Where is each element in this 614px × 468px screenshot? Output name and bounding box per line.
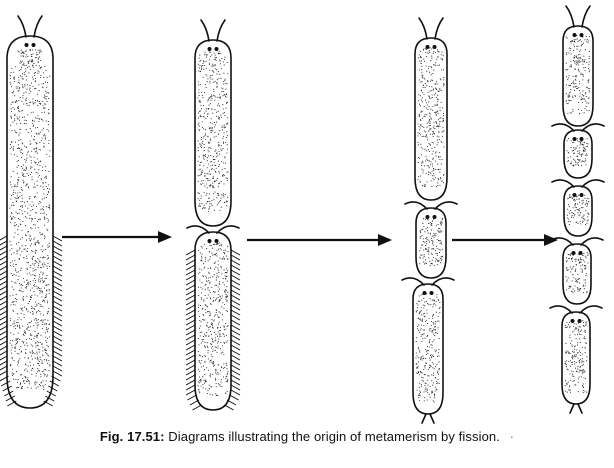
stipple-texture xyxy=(564,320,588,394)
eye xyxy=(425,215,430,219)
arrow xyxy=(247,234,392,246)
antenna xyxy=(551,179,575,188)
zooid xyxy=(0,15,63,409)
figure-number: Fig. 17.51: xyxy=(99,429,165,444)
stage-4 xyxy=(549,5,605,414)
zooid xyxy=(550,237,604,305)
antenna xyxy=(418,17,428,40)
eye xyxy=(577,319,582,323)
stipple-texture xyxy=(197,50,229,213)
figure-caption: Fig. 17.51: Diagrams illustrating the or… xyxy=(0,429,614,444)
antenna xyxy=(186,225,210,234)
stipple-texture xyxy=(566,193,590,226)
tail-tip xyxy=(569,403,575,414)
eye xyxy=(429,291,434,295)
eye xyxy=(207,47,212,51)
stipple-texture xyxy=(565,34,591,115)
body-outline xyxy=(561,311,591,405)
antenna xyxy=(216,225,240,234)
stage-1 xyxy=(0,15,63,409)
zooid xyxy=(549,305,603,414)
stipple-texture xyxy=(565,251,589,294)
zooid xyxy=(551,179,605,237)
body-outline xyxy=(562,243,592,305)
eye xyxy=(432,215,437,219)
eye xyxy=(579,193,584,197)
antenna xyxy=(580,237,604,246)
body-outline xyxy=(194,39,232,227)
antenna xyxy=(579,305,603,314)
antenna xyxy=(216,19,226,42)
antenna xyxy=(581,123,605,132)
arrow xyxy=(62,231,172,243)
zooid xyxy=(414,17,448,201)
antenna xyxy=(17,15,27,38)
antenna xyxy=(581,179,605,188)
stage-3 xyxy=(401,17,458,424)
body-outline xyxy=(412,283,444,415)
zooid xyxy=(404,201,458,279)
eye xyxy=(570,319,575,323)
body-outline xyxy=(563,185,593,237)
antenna xyxy=(33,15,43,38)
eye xyxy=(207,239,212,243)
process-arrows xyxy=(62,231,558,246)
zooid xyxy=(401,277,455,424)
arrow xyxy=(452,234,558,246)
eye xyxy=(578,251,583,255)
antenna xyxy=(565,5,575,28)
eye xyxy=(31,43,36,47)
antenna xyxy=(551,123,575,132)
stage-2 xyxy=(185,19,241,411)
bristles xyxy=(185,249,241,411)
stipple-texture xyxy=(417,47,445,188)
antenna xyxy=(401,277,425,286)
stipple-texture xyxy=(419,217,444,267)
organism-stages xyxy=(0,5,605,424)
eye xyxy=(572,137,577,141)
tail-tip xyxy=(577,403,583,414)
antenna xyxy=(200,19,210,42)
tail-tip xyxy=(421,413,427,424)
stipple-texture xyxy=(197,242,229,397)
antenna xyxy=(431,277,455,286)
antenna xyxy=(404,201,428,210)
stipple-texture xyxy=(9,49,51,391)
body-outline xyxy=(563,129,593,179)
caption-text: Diagrams illustrating the origin of meta… xyxy=(168,429,500,444)
caption-mark: · xyxy=(509,429,515,444)
eye xyxy=(579,33,584,37)
eye xyxy=(425,45,430,49)
arrow-head xyxy=(158,231,172,243)
antenna xyxy=(434,201,458,210)
body-outline xyxy=(415,207,447,279)
body-outline xyxy=(6,35,54,409)
tail-tip xyxy=(429,413,435,424)
eye xyxy=(579,137,584,141)
antenna xyxy=(434,17,444,40)
eye xyxy=(214,47,219,51)
eye xyxy=(422,291,427,295)
bristles xyxy=(0,235,63,407)
eye xyxy=(432,45,437,49)
zooid xyxy=(562,5,594,127)
antenna xyxy=(549,305,573,314)
zooid xyxy=(194,19,232,227)
arrow-head xyxy=(544,234,558,246)
antenna xyxy=(581,5,591,28)
eye xyxy=(214,239,219,243)
arrow-head xyxy=(378,234,392,246)
eye xyxy=(572,33,577,37)
stipple-texture xyxy=(415,292,441,403)
zooid xyxy=(185,225,241,411)
eye xyxy=(572,193,577,197)
eye xyxy=(571,251,576,255)
eye xyxy=(24,43,29,47)
zooid xyxy=(551,123,605,179)
